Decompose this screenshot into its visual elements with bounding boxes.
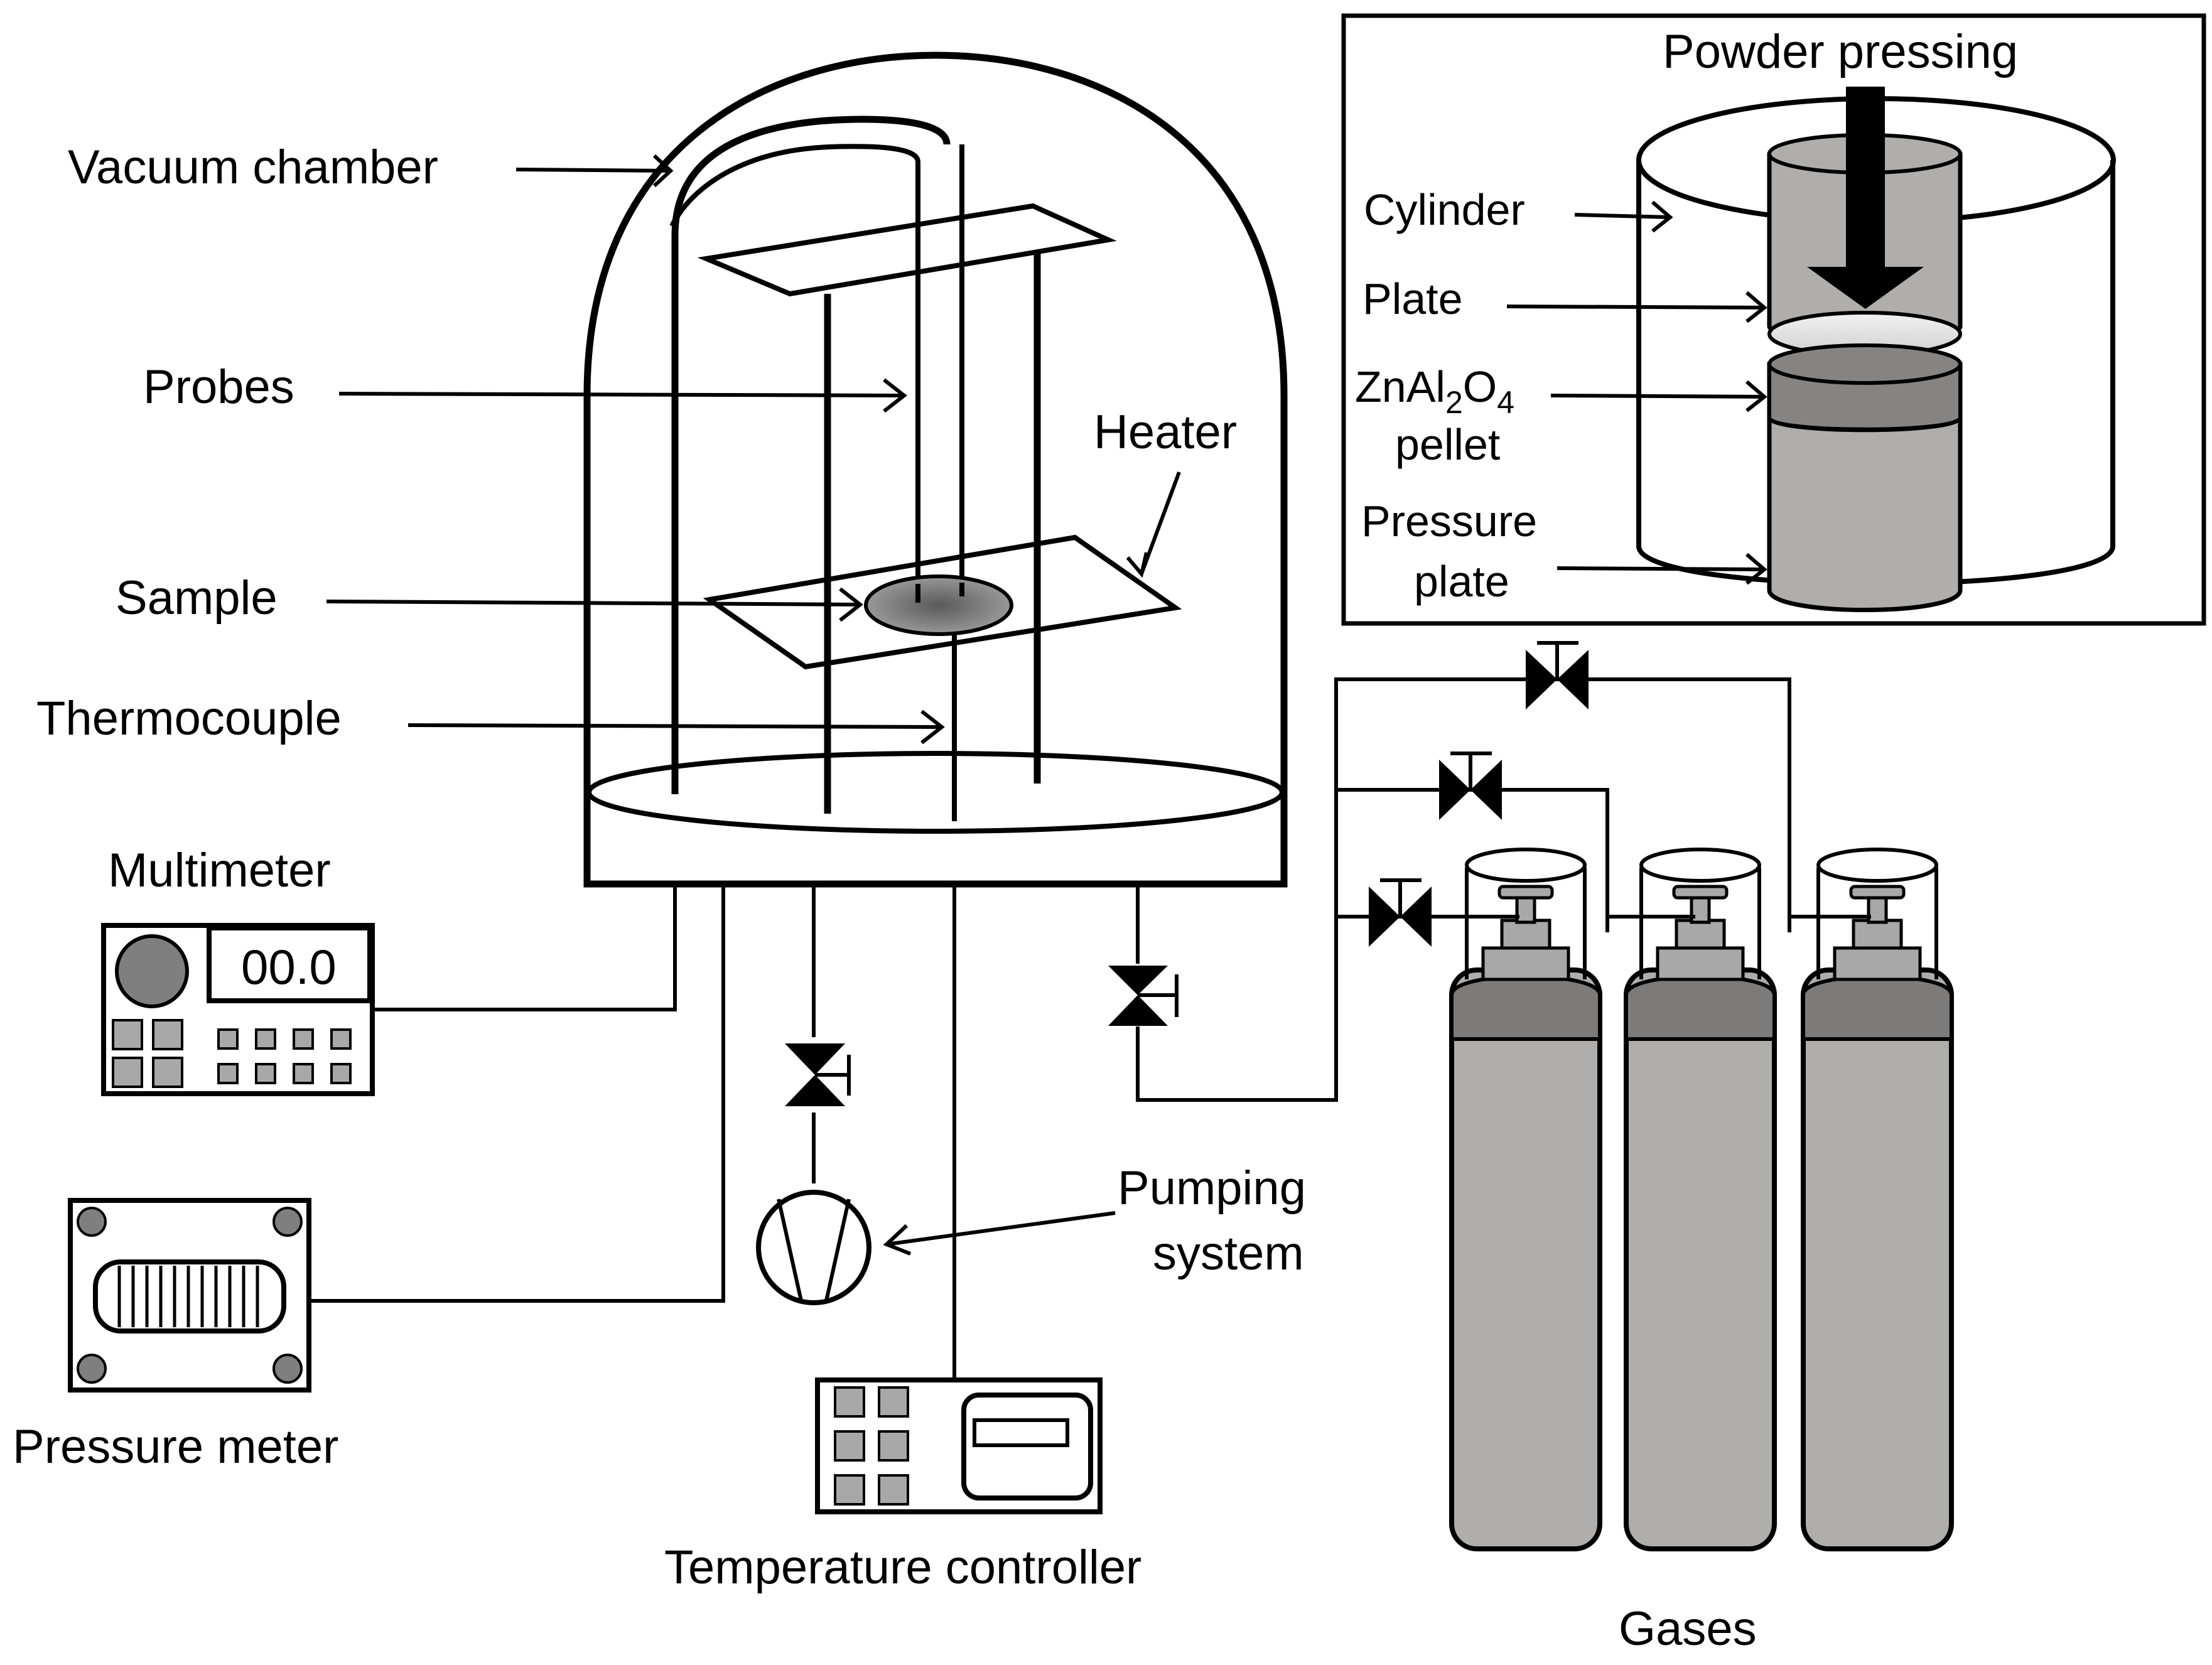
label-pumping: Pumping: [1118, 1161, 1306, 1215]
probe-wires: [669, 116, 964, 794]
multimeter-display: 00.0: [241, 939, 337, 994]
label-cylinder: Cylinder: [1364, 185, 1525, 234]
label-thermocouple: Thermocouple: [36, 692, 342, 745]
label-pellet-word: pellet: [1395, 420, 1500, 469]
label-pressure-meter: Pressure meter: [13, 1420, 339, 1474]
support-plate: [697, 203, 1117, 297]
label-gases: Gases: [1619, 1602, 1757, 1656]
label-vacuum-chamber: Vacuum chamber: [68, 141, 438, 194]
gas-main-valve: [1108, 966, 1179, 1026]
pressing-arrow: [1807, 87, 1924, 309]
multimeter-dial-knob: [115, 934, 189, 1008]
gas-line: [1108, 641, 1791, 1102]
powder-pressing-inset: Powder pressing Cylinder Plate ZnAl2O4 p…: [1341, 13, 2206, 626]
temperature-controller: [815, 1377, 1103, 1514]
multimeter: Multimeter 00.0: [101, 844, 375, 1096]
gas-valve-1: [1369, 878, 1432, 947]
label-sample: Sample: [116, 571, 278, 625]
pumping-system: [756, 884, 871, 1305]
gas-valve-3: [1526, 641, 1589, 709]
label-plate: Plate: [1362, 274, 1463, 323]
heater-plate: [703, 534, 1182, 670]
label-system: system: [1153, 1227, 1304, 1280]
label-pressure-plate-word: plate: [1414, 557, 1509, 606]
gas-valve-2: [1439, 752, 1502, 820]
inset-title: Powder pressing: [1663, 25, 2018, 78]
multimeter-buttons: [112, 1019, 352, 1088]
pump-valve: [785, 1043, 851, 1106]
sample-disc: [864, 574, 1013, 636]
label-temperature-controller: Temperature controller: [664, 1541, 1141, 1594]
pressure-meter: Pressure meter: [13, 1198, 339, 1474]
label-pellet-formula: ZnAl2O4: [1355, 362, 1514, 420]
gas-cylinder-1: [1449, 848, 1602, 1551]
label-multimeter: Multimeter: [108, 844, 331, 897]
label-pressure: Pressure: [1361, 497, 1537, 546]
label-probes: Probes: [143, 360, 294, 414]
pressure-meter-scale: [117, 1266, 259, 1327]
pump-circle: [756, 1190, 871, 1305]
label-heater: Heater: [1094, 406, 1237, 459]
vacuum-chamber: [583, 51, 1288, 888]
gas-cylinder-2: [1624, 848, 1777, 1551]
support-rods: [824, 251, 1041, 814]
gas-cylinder-3: [1801, 848, 1954, 1551]
